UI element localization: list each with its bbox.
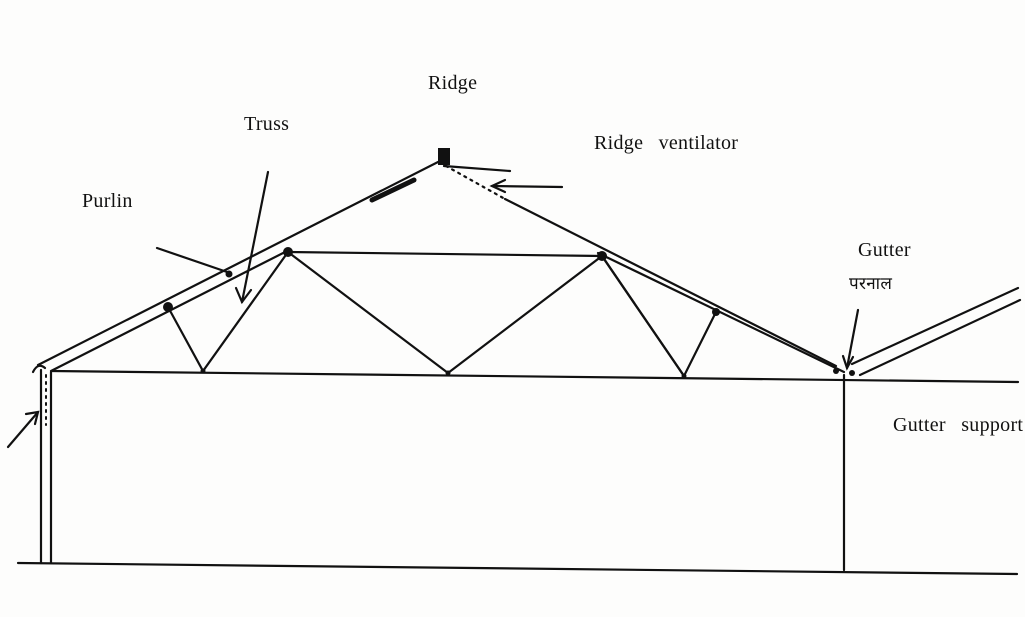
side-vent-pointer xyxy=(6,410,40,449)
joint xyxy=(163,302,173,312)
ridge-ventilator-label: Ridge ventilator xyxy=(594,132,739,154)
joint xyxy=(283,247,293,257)
ridge-label: Ridge xyxy=(428,72,478,94)
joint xyxy=(225,270,233,278)
joint xyxy=(200,368,206,374)
gutter-arrowhead xyxy=(841,354,855,371)
next-bay-rafter-lower xyxy=(858,298,1022,377)
purlin-label: Purlin xyxy=(82,190,133,212)
joint xyxy=(681,373,687,379)
joint xyxy=(712,308,720,316)
truss-pointer xyxy=(240,170,270,304)
collar-tie xyxy=(286,250,604,258)
ground-line xyxy=(16,561,1019,576)
left-rafter-upper xyxy=(36,160,440,367)
truss-web-right xyxy=(600,254,686,378)
ridge-vent-pointer xyxy=(490,184,564,189)
ridge-ventilator-opening xyxy=(444,164,507,201)
purlin-pointer xyxy=(155,246,232,275)
joint xyxy=(833,368,839,374)
tie-beam xyxy=(50,369,1020,384)
ridge-block xyxy=(438,148,450,165)
left-gutter-curl xyxy=(31,364,47,374)
ridge-cap-right xyxy=(442,164,512,173)
joint xyxy=(597,251,607,261)
joint xyxy=(445,370,451,376)
truss-arrowhead xyxy=(234,286,253,305)
right-rafter-upper xyxy=(503,197,838,368)
truss-label: Truss xyxy=(244,113,290,135)
gutter-pointer xyxy=(845,308,860,370)
gutter-label: Gutter xyxy=(858,239,911,261)
joint xyxy=(849,370,855,376)
gutter-hindi-label: परनाल xyxy=(849,274,893,294)
gutter-support-label: Gutter support xyxy=(893,414,1024,436)
ridge-vent-arrowhead xyxy=(489,178,507,194)
side-vent-arrowhead xyxy=(24,410,40,426)
right-rafter-lower xyxy=(596,251,846,374)
next-bay-rafter-upper xyxy=(850,286,1020,366)
ridge-thick-segment xyxy=(369,177,417,203)
